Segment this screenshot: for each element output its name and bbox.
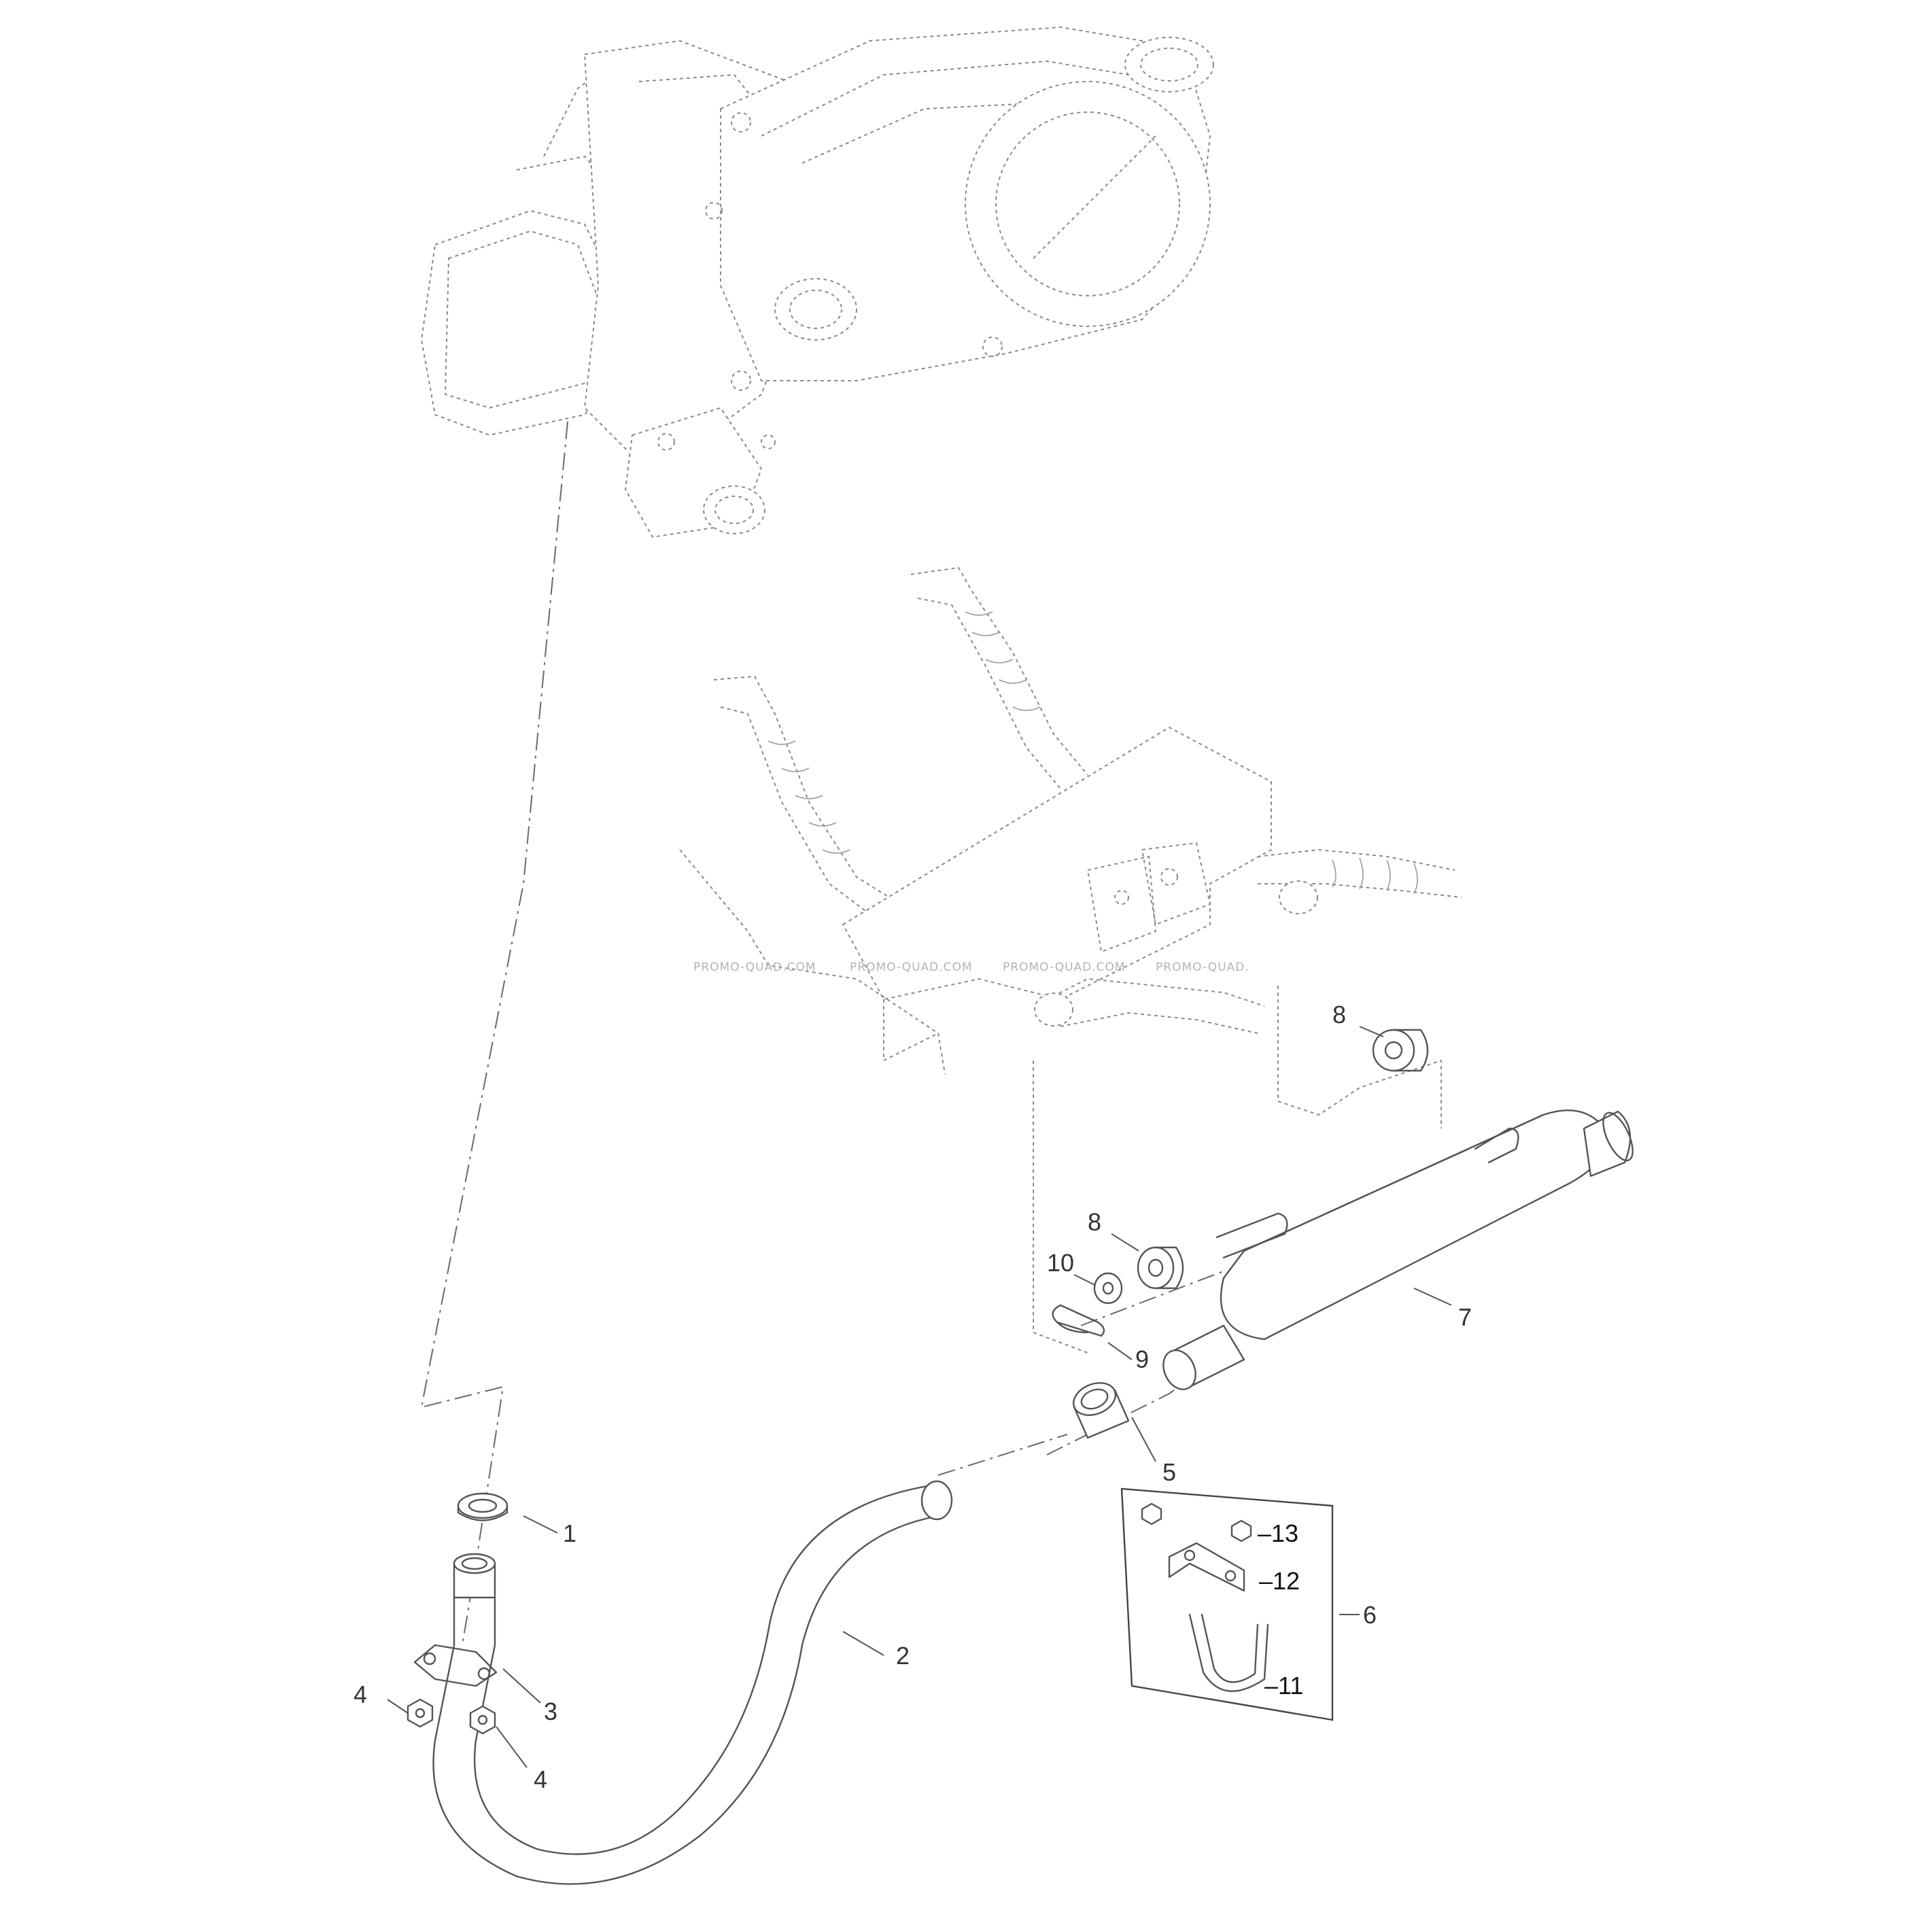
engine: [420, 26, 1214, 538]
callout-4: 4: [534, 1765, 547, 1793]
callout-2: 2: [896, 1642, 910, 1670]
callout-7: 7: [1458, 1303, 1472, 1331]
exhaust-gasket: [457, 1492, 508, 1521]
watermark: PROMO-QUAD.COM: [1003, 961, 1126, 974]
muffler: [1162, 1109, 1634, 1390]
pipe-flange: [413, 1644, 498, 1687]
callout-3: 3: [544, 1697, 557, 1725]
watermark: PROMO-QUAD.COM: [693, 961, 816, 974]
callout-6: 6: [1363, 1601, 1377, 1629]
u-bolt-clamp-kit: [1120, 1487, 1334, 1721]
watermark: PROMO-QUAD.: [1156, 961, 1249, 974]
rubber-mount: [1137, 1246, 1184, 1290]
flange-nut: [407, 1698, 434, 1728]
callout-10: 10: [1047, 1249, 1074, 1277]
callout-13: –13: [1258, 1519, 1298, 1547]
callout-1: 1: [563, 1519, 576, 1547]
pipe-sleeve: [1073, 1382, 1130, 1439]
retaining-clip: [1052, 1304, 1105, 1337]
frame: [679, 567, 1462, 1353]
header-pipe: [432, 1480, 953, 1885]
callouts: 1 2 3 4 4 5 6 7 8 8 9 10 –11 –12 –13: [353, 1001, 1472, 1793]
callout-11: –11: [1264, 1672, 1303, 1700]
leader-lines: [387, 1026, 1452, 1768]
watermark: PROMO-QUAD.COM: [850, 961, 973, 974]
watermark-strip: PROMO-QUAD.COM PROMO-QUAD.COM PROMO-QUAD…: [693, 961, 1249, 974]
flange-nut: [469, 1705, 496, 1735]
callout-8: 8: [1332, 1001, 1346, 1029]
callout-9: 9: [1135, 1345, 1149, 1373]
mount-washer: [1093, 1272, 1123, 1305]
rubber-mount: [1372, 1029, 1429, 1072]
assembly-centerlines: [420, 421, 1238, 1646]
callout-5: 5: [1162, 1458, 1176, 1486]
callout-8: 8: [1088, 1208, 1101, 1236]
callout-12: –12: [1259, 1567, 1300, 1595]
callout-4: 4: [353, 1680, 367, 1708]
